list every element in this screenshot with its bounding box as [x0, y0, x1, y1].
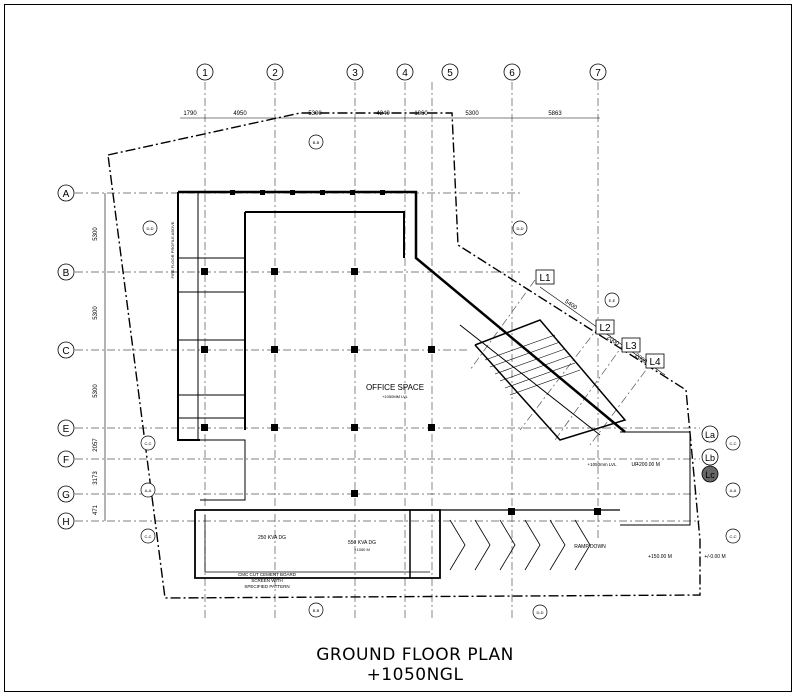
svg-text:5300: 5300 — [308, 111, 322, 117]
grid-l3: L3 — [625, 341, 637, 352]
level-edge-label: +/-0.00 M — [704, 554, 725, 560]
svg-text:471: 471 — [93, 504, 99, 515]
svg-text:B-B: B-B — [313, 140, 320, 145]
title-block: GROUND FLOOR PLAN +1050NGL — [260, 645, 570, 685]
svg-text:E-E: E-E — [609, 298, 616, 303]
row-grid-bubbles — [57, 184, 75, 530]
grid-row-h: H — [62, 517, 69, 528]
building-walls — [177, 190, 691, 579]
grid-l4: L4 — [649, 357, 661, 368]
column-grid-bubbles — [196, 63, 607, 81]
grid-row-b: B — [63, 268, 70, 279]
svg-text:C-C: C-C — [729, 534, 736, 539]
side-grid-bubbles — [701, 425, 719, 483]
grid-row-g: G — [62, 490, 70, 501]
ramp-chevrons — [449, 519, 591, 571]
svg-text:A-A: A-A — [730, 488, 737, 493]
grid-lines — [75, 82, 700, 620]
svg-text:1790: 1790 — [183, 111, 197, 117]
grid-labels: 1 2 3 4 5 6 7 A B C E F G H L1 L2 L3 L4 … — [62, 68, 715, 528]
grid-l2: L2 — [599, 323, 611, 334]
grid-col-4: 4 — [402, 68, 408, 79]
left-dimension-labels: 5300 5300 5300 2057 3173 471 — [93, 227, 99, 515]
dimension-lines — [104, 117, 666, 521]
lvl-right-label: +1050mm LVL — [587, 462, 617, 467]
structural-columns — [201, 190, 601, 515]
grid-col-5: 5 — [447, 68, 453, 79]
grid-col-6: 6 — [509, 68, 515, 79]
grid-row-f: F — [63, 455, 69, 466]
site-boundary — [107, 112, 701, 599]
office-space-label: OFFICE SPACE — [366, 383, 424, 392]
svg-text:2057: 2057 — [93, 438, 99, 452]
kva-550-label: 550 KVA DG — [348, 540, 376, 546]
grid-col-7: 7 — [595, 68, 601, 79]
grid-row-a: A — [63, 189, 70, 200]
svg-text:C-C: C-C — [144, 534, 151, 539]
svg-text:D-D: D-D — [516, 226, 523, 231]
svg-text:4240: 4240 — [376, 111, 390, 117]
board-note-line3: SPECIFIED PATTERN — [244, 584, 289, 589]
grid-row-e: E — [63, 424, 70, 435]
svg-text:5863: 5863 — [548, 111, 562, 117]
kva-250-label: 250 KVA DG — [258, 535, 286, 541]
svg-text:D-D: D-D — [536, 610, 543, 615]
angled-grid-bubbles — [535, 269, 665, 369]
svg-text:5300: 5300 — [465, 111, 479, 117]
drawing-level: +1050NGL — [366, 665, 464, 685]
room-labels: OFFICE SPACE +1050MM LVL 250 KVA DG 550 … — [170, 221, 726, 589]
svg-text:3173: 3173 — [93, 471, 99, 485]
grid-lb: Lb — [705, 453, 715, 463]
level-up-label: +200.00 M — [636, 462, 660, 468]
svg-text:5300: 5300 — [93, 306, 99, 320]
svg-text:A-A: A-A — [145, 488, 152, 493]
office-level-label: +1050MM LVL — [382, 394, 409, 399]
grid-lc: Lc — [705, 470, 715, 480]
ramp-down-label: RAMP DOWN — [574, 544, 606, 550]
board-note-line2: SCREEN WITH — [251, 578, 283, 583]
svg-text:D-D: D-D — [146, 226, 153, 231]
svg-text:4950: 4950 — [233, 111, 247, 117]
svg-text:5400: 5400 — [563, 299, 578, 312]
top-dimension-labels: 1790 4950 5300 4240 1060 5300 5863 — [183, 111, 562, 117]
drawing-title: GROUND FLOOR PLAN — [316, 645, 514, 665]
fire-floor-label: FIRE FLOOR PROFILE ABOVE — [170, 221, 175, 278]
svg-text:2000: 2000 — [605, 335, 620, 348]
svg-text:C-C: C-C — [729, 441, 736, 446]
svg-text:B-B: B-B — [313, 608, 320, 613]
grid-la: La — [705, 430, 715, 440]
board-note-line1: CMC CUT CEMENT BOARD — [238, 572, 297, 577]
grid-col-2: 2 — [272, 68, 278, 79]
drawing-frame — [4, 4, 792, 692]
section-markers — [140, 134, 741, 620]
grid-row-c: C — [62, 346, 69, 357]
kva-level-label: +1050 M — [354, 547, 370, 552]
grid-col-3: 3 — [352, 68, 358, 79]
up-label: UP — [632, 462, 640, 468]
svg-text:C-C: C-C — [144, 441, 151, 446]
svg-text:1060: 1060 — [414, 111, 428, 117]
svg-text:5300: 5300 — [93, 384, 99, 398]
stair-hatch — [484, 334, 581, 396]
level-right-label: +150.00 M — [648, 554, 672, 560]
svg-text:5300: 5300 — [93, 227, 99, 241]
grid-col-1: 1 — [202, 68, 208, 79]
grid-l1: L1 — [539, 273, 551, 284]
section-marker-labels: B-B B-B D-D D-D D-D A-A A-A C-C C-C C-C … — [144, 140, 736, 615]
